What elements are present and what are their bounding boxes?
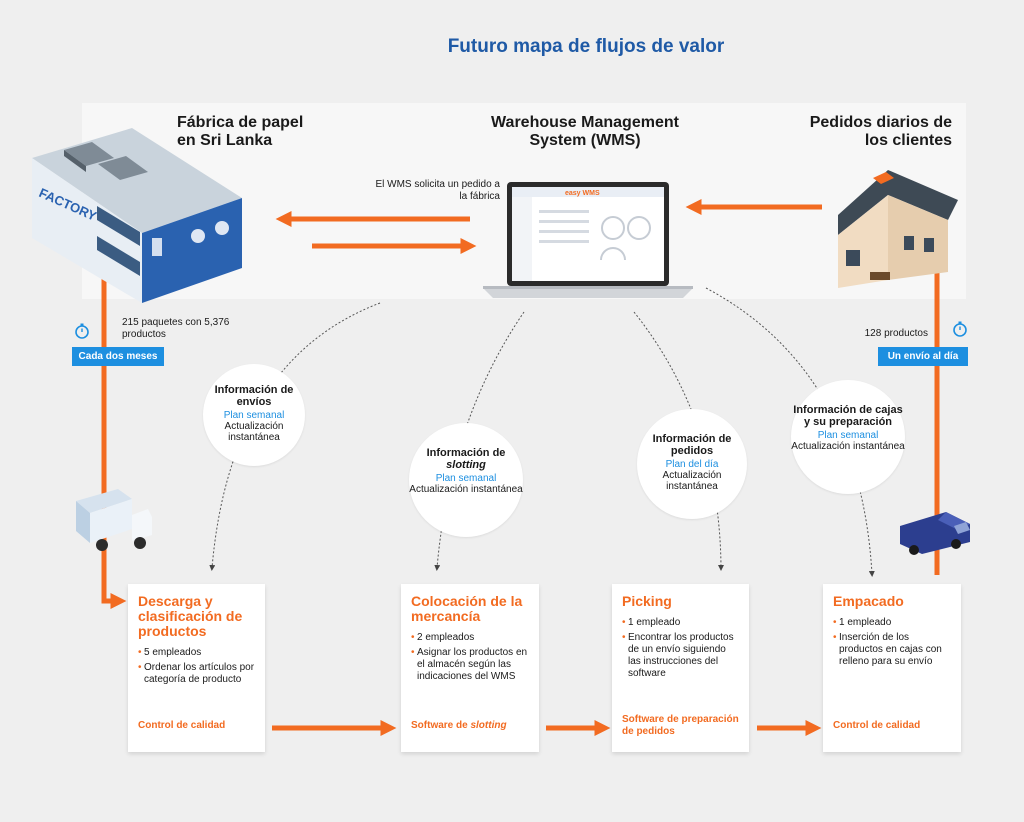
process-box-item: Ordenar los artículos por categoría de p… bbox=[138, 662, 255, 686]
info-circle-title: Información de cajas y su preparación bbox=[793, 404, 903, 428]
info-circle-update: Actualización instantánea bbox=[409, 484, 523, 495]
page-title: Futuro mapa de flujos de valor bbox=[447, 36, 725, 57]
laptop-logo-text: easy WMS bbox=[565, 190, 600, 197]
process-box-item: 1 empleado bbox=[833, 617, 951, 629]
info-circle-pedidos: Información de pedidos Plan del día Actu… bbox=[637, 409, 747, 519]
house-illustration bbox=[838, 170, 958, 288]
info-circle-title: Información de envíos bbox=[214, 384, 294, 408]
process-box-footer: Control de calidad bbox=[138, 720, 226, 731]
process-box-list: 2 empleados Asignar los productos en el … bbox=[411, 632, 529, 683]
process-box-footer: Software de preparación de pedidos bbox=[622, 714, 739, 737]
process-box-footer: Software de slotting bbox=[411, 720, 507, 732]
process-box-item: 2 empleados bbox=[411, 632, 529, 644]
process-box-title: Picking bbox=[622, 593, 672, 609]
process-box-title: Colocación de la mercancía bbox=[411, 593, 523, 624]
wms-heading: Warehouse Management System (WMS) bbox=[491, 114, 679, 149]
process-box-footer: Control de calidad bbox=[833, 720, 921, 731]
process-box-picking: Picking 1 empleado Encontrar los product… bbox=[612, 584, 749, 752]
process-box-list: 1 empleado Encontrar los productos de un… bbox=[622, 617, 739, 680]
info-circle-title-emphasis: slotting bbox=[446, 459, 486, 471]
stopwatch-icon bbox=[75, 323, 89, 339]
laptop-wms-screen: easy WMS bbox=[483, 182, 693, 298]
packages-note: 215 paquetes con 5,376 productos bbox=[122, 317, 230, 340]
process-box-list: 1 empleado Inserción de los productos en… bbox=[833, 617, 951, 668]
orders-count-note: 128 productos bbox=[864, 328, 928, 339]
truck-illustration bbox=[76, 489, 152, 551]
process-box-item: 1 empleado bbox=[622, 617, 739, 629]
factory-illustration: FACTORY bbox=[32, 128, 242, 303]
info-circle-cajas: Información de cajas y su preparación Pl… bbox=[791, 380, 905, 494]
orders-heading: Pedidos diarios de los clientes bbox=[809, 114, 952, 149]
info-circle-plan: Plan semanal bbox=[435, 473, 497, 484]
process-box-list: 5 empleados Ordenar los artículos por ca… bbox=[138, 647, 255, 686]
info-circle-envios: Información de envíos Plan semanal Actua… bbox=[203, 364, 305, 466]
process-box-title: Descarga y clasificación de productos bbox=[138, 593, 243, 639]
process-box-empacado: Empacado 1 empleado Inserción de los pro… bbox=[823, 584, 961, 752]
process-box-item: 5 empleados bbox=[138, 647, 255, 659]
info-circle-plan: Plan semanal bbox=[223, 410, 285, 421]
info-circle-title-text: Información de bbox=[426, 447, 506, 459]
process-box-item: Inserción de los productos en cajas con … bbox=[833, 632, 951, 668]
process-box-title: Empacado bbox=[833, 593, 904, 609]
frequency-tag-left: Cada dos meses bbox=[72, 347, 164, 366]
process-box-item: Encontrar los productos de un envío sigu… bbox=[622, 632, 739, 680]
process-box-descarga: Descarga y clasificación de productos 5 … bbox=[128, 584, 265, 752]
info-circle-title: Información de pedidos bbox=[652, 433, 732, 457]
factory-heading: Fábrica de papel en Sri Lanka bbox=[177, 114, 304, 149]
process-box-footer-text: Software de bbox=[411, 720, 471, 731]
process-box-footer-emphasis: slotting bbox=[470, 720, 507, 731]
info-circle-plan: Plan semanal bbox=[817, 430, 879, 441]
process-box-item: Asignar los productos en el almacén segú… bbox=[411, 647, 529, 683]
info-circle-title: Información de slotting bbox=[409, 447, 523, 471]
stopwatch-icon bbox=[953, 321, 967, 337]
wms-request-note: El WMS solicita un pedido a la fábrica bbox=[375, 179, 500, 202]
process-box-colocacion: Colocación de la mercancía 2 empleados A… bbox=[401, 584, 539, 752]
info-circle-update: Actualización instantánea bbox=[662, 470, 722, 492]
info-circle-update: Actualización instantánea bbox=[224, 421, 284, 443]
info-circle-slotting: Información de slotting Plan semanal Act… bbox=[409, 423, 523, 537]
van-illustration bbox=[900, 512, 970, 555]
info-circle-plan: Plan del día bbox=[665, 459, 719, 470]
info-circle-update: Actualización instantánea bbox=[791, 441, 905, 452]
frequency-tag-right: Un envío al día bbox=[878, 347, 968, 366]
